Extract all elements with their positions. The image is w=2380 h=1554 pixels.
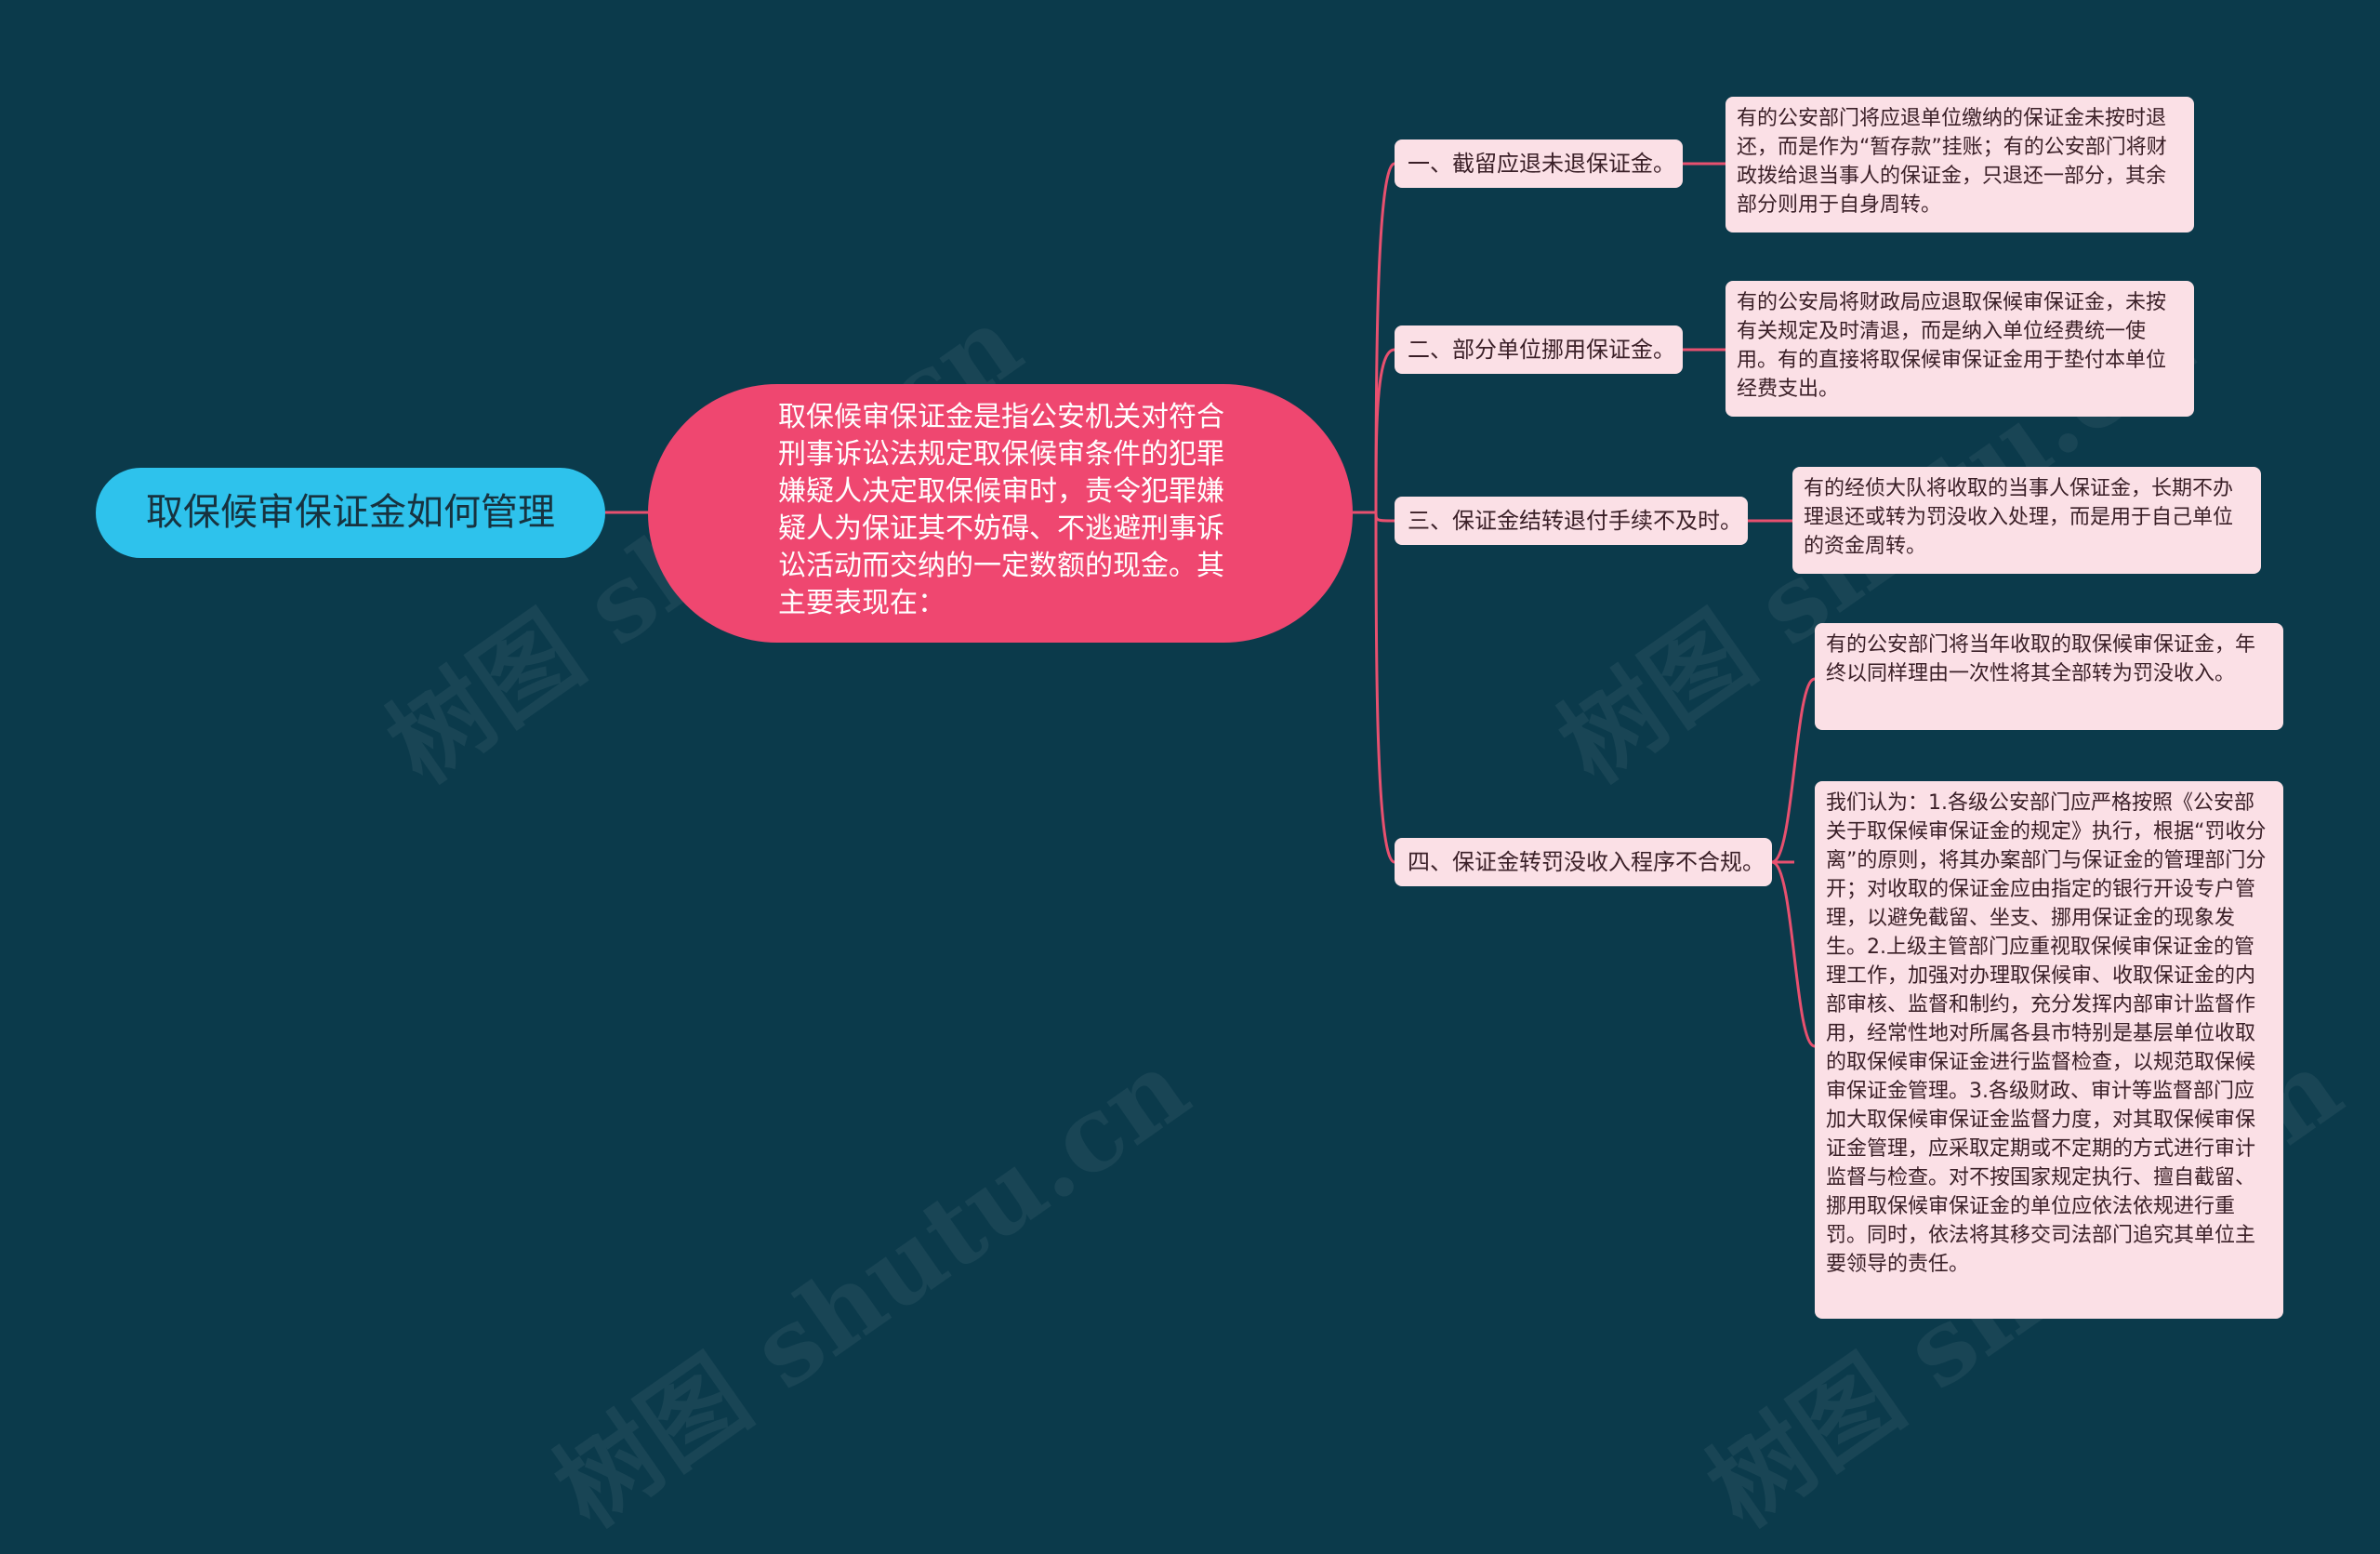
branch-topic-1[interactable]: 一、截留应退未退保证金。	[1395, 139, 1683, 188]
connector-detail-4a	[1771, 677, 1816, 864]
connector-lines	[605, 162, 1816, 1048]
branch-topic-2[interactable]: 二、部分单位挪用保证金。	[1395, 325, 1683, 374]
connector-branch-1	[1374, 162, 1395, 513]
center-topic[interactable]: 取保候审保证金是指公安机关对符合刑事诉讼法规定取保候审条件的犯罪嫌疑人决定取保候…	[648, 384, 1353, 643]
detail-box-4a[interactable]: 有的公安部门将当年收取的取保候审保证金，年终以同样理由一次性将其全部转为罚没收入…	[1815, 623, 2283, 730]
branch-topic-3[interactable]: 三、保证金结转退付手续不及时。	[1395, 497, 1748, 545]
branch-topic-4[interactable]: 四、保证金转罚没收入程序不合规。	[1395, 838, 1772, 886]
connector-branch-3	[1374, 511, 1395, 523]
detail-box-4b[interactable]: 我们认为：1.各级公安部门应严格按照《公安部关于取保候审保证金的规定》执行，根据…	[1815, 781, 2283, 1319]
detail-box-3[interactable]: 有的经侦大队将收取的当事人保证金，长期不办理退还或转为罚没收入处理，而是用于自己…	[1792, 467, 2261, 574]
detail-box-2[interactable]: 有的公安局将财政局应退取保候审保证金，未按有关规定及时清退，而是纳入单位经费统一…	[1726, 281, 2194, 417]
connector-branch-2	[1374, 348, 1395, 513]
mindmap-canvas: 树图 shutu.cn 树图 shutu.cn 树图 shutu.cn 树图 s…	[96, 97, 2362, 1549]
detail-box-1[interactable]: 有的公安部门将应退单位缴纳的保证金未按时退还，而是作为“暂存款”挂账；有的公安部…	[1726, 97, 2194, 232]
connector-detail-4b	[1771, 860, 1816, 1048]
root-topic[interactable]: 取保候审保证金如何管理	[96, 468, 605, 558]
connector-branch-4	[1374, 511, 1395, 864]
